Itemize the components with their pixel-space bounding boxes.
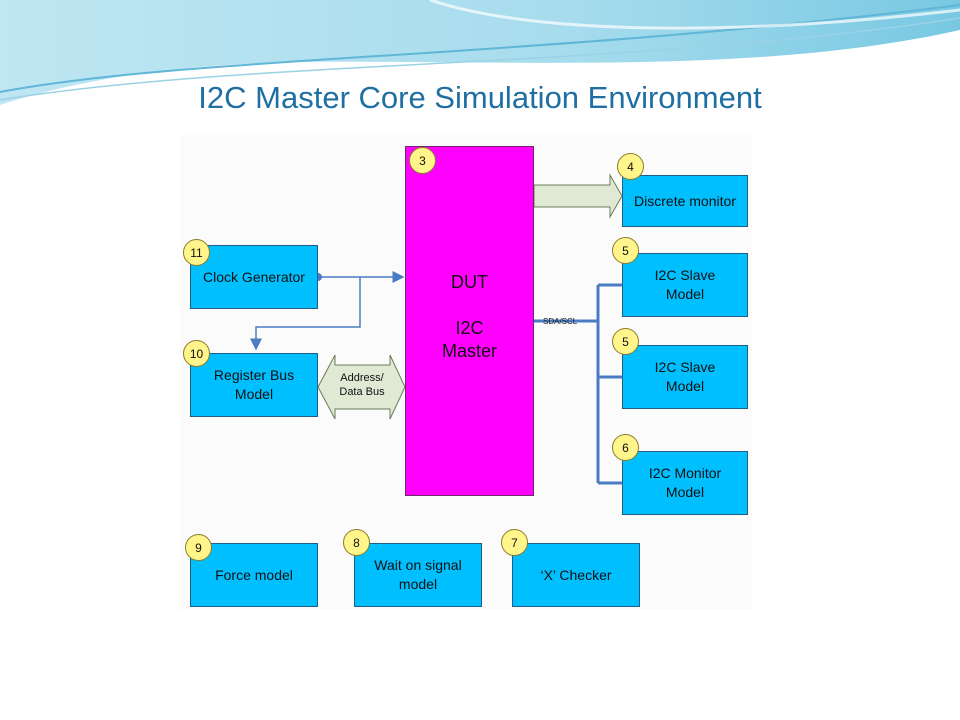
- header-wave-decoration: [0, 0, 960, 105]
- i2c-monitor-model-block: I2C Monitor Model: [622, 451, 748, 515]
- force-model-block: Force model: [190, 543, 318, 607]
- slide-title: I2C Master Core Simulation Environment: [198, 80, 762, 115]
- dut-to-discrete-arrow: [533, 173, 623, 219]
- sda-scl-label: SDA/SCL: [543, 317, 578, 326]
- clock-to-register-line: [250, 277, 361, 351]
- dut-i2c-master-block: DUT I2C Master: [405, 146, 534, 496]
- address-data-bus-label: Address/ Data Bus: [339, 372, 385, 398]
- dut-label: DUT I2C Master: [441, 272, 497, 361]
- i2c-slave-model-badge-1: 5: [612, 237, 639, 264]
- clock-generator-badge: 11: [183, 239, 210, 266]
- diagram-canvas: DUT I2C Master 3 Discrete monitor 4 I2C …: [180, 135, 752, 610]
- dut-number-badge: 3: [409, 147, 436, 174]
- register-bus-model-block: Register Bus Model: [190, 353, 318, 417]
- x-checker-block: ‘X’ Checker: [512, 543, 640, 607]
- force-model-badge: 9: [185, 534, 212, 561]
- wait-on-signal-model-badge: 8: [343, 529, 370, 556]
- x-checker-badge: 7: [501, 529, 528, 556]
- i2c-monitor-model-badge: 6: [612, 434, 639, 461]
- wait-on-signal-model-block: Wait on signal model: [354, 543, 482, 607]
- register-bus-model-badge: 10: [183, 340, 210, 367]
- clock-generator-block: Clock Generator: [190, 245, 318, 309]
- discrete-monitor-badge: 4: [617, 153, 644, 180]
- i2c-slave-model-badge-2: 5: [612, 328, 639, 355]
- discrete-monitor-block: Discrete monitor: [622, 175, 748, 227]
- i2c-slave-model-block-1: I2C Slave Model: [622, 253, 748, 317]
- i2c-slave-model-block-2: I2C Slave Model: [622, 345, 748, 409]
